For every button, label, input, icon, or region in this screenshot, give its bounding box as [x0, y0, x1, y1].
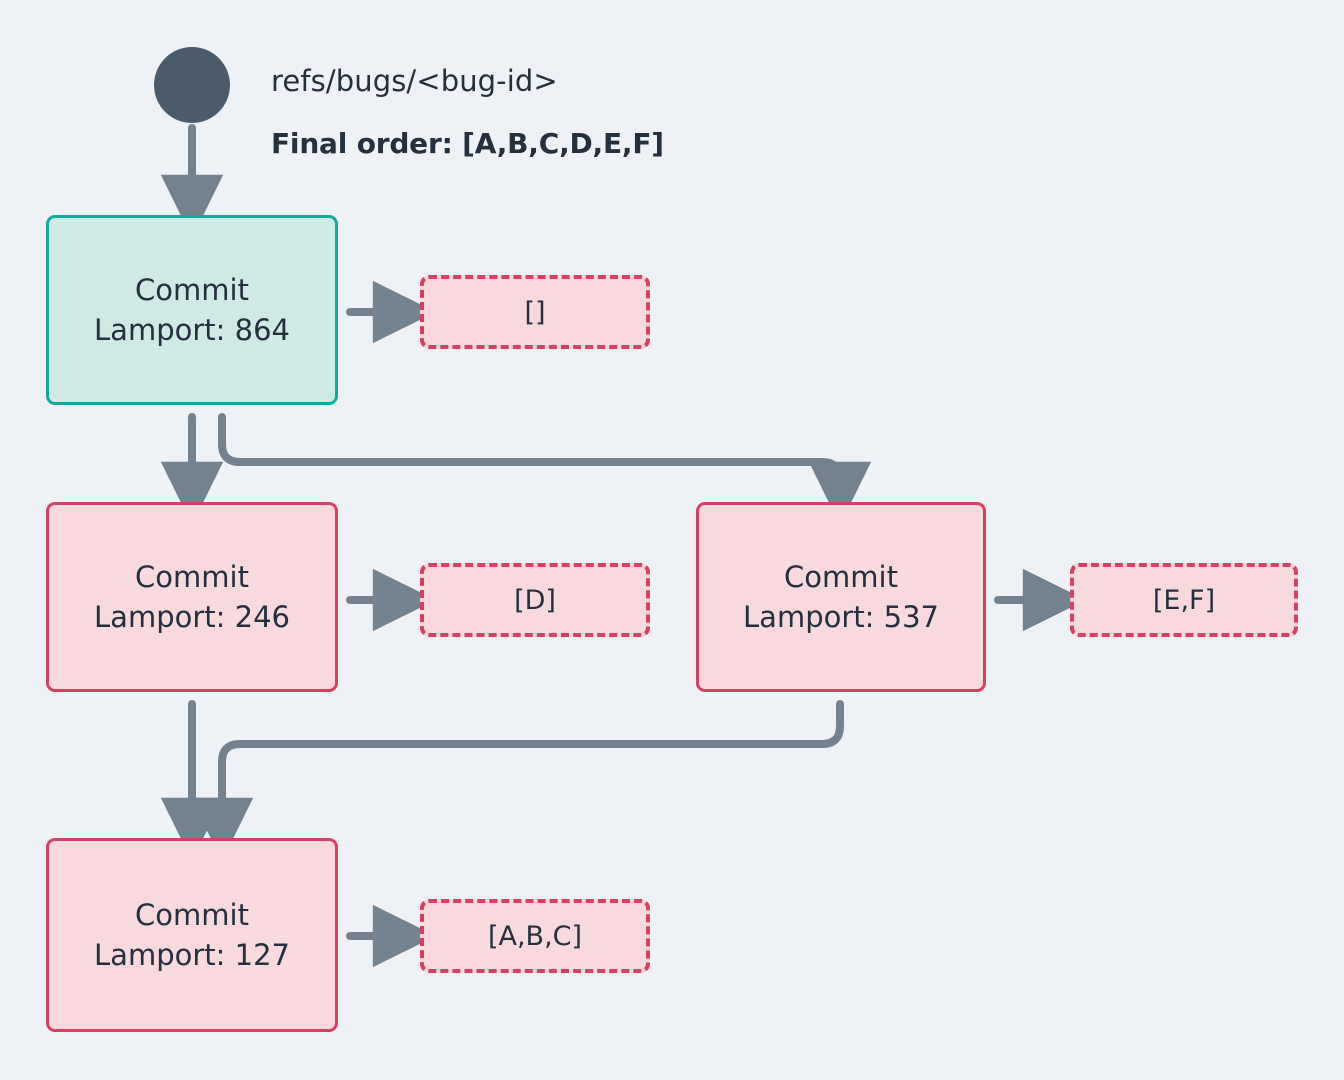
- commit-node-title: Commit: [135, 897, 249, 932]
- commit-node-title: Commit: [784, 559, 898, 594]
- commit-node-864[interactable]: Commit Lamport: 864: [46, 215, 338, 405]
- payload-box-127: [A,B,C]: [420, 899, 650, 973]
- final-order-label: Final order: [A,B,C,D,E,F]: [271, 127, 664, 160]
- commit-node-lamport: Lamport: 537: [743, 600, 939, 634]
- ref-label: refs/bugs/<bug-id>: [271, 64, 558, 98]
- commit-node-537[interactable]: Commit Lamport: 537: [696, 502, 986, 692]
- edge-864-to-537: [218, 413, 872, 525]
- commit-node-title: Commit: [135, 559, 249, 594]
- payload-box-246: [D]: [420, 563, 650, 637]
- commit-node-246[interactable]: Commit Lamport: 246: [46, 502, 338, 692]
- commit-node-lamport: Lamport: 127: [94, 938, 290, 972]
- commit-node-127[interactable]: Commit Lamport: 127: [46, 838, 338, 1032]
- payload-box-864: []: [420, 275, 650, 349]
- payload-box-537: [E,F]: [1070, 563, 1298, 637]
- edge-537-to-127: [190, 700, 844, 861]
- commit-node-lamport: Lamport: 864: [94, 313, 290, 347]
- commit-node-lamport: Lamport: 246: [94, 600, 290, 634]
- commit-node-title: Commit: [135, 272, 249, 307]
- start-node-circle[interactable]: [154, 47, 230, 123]
